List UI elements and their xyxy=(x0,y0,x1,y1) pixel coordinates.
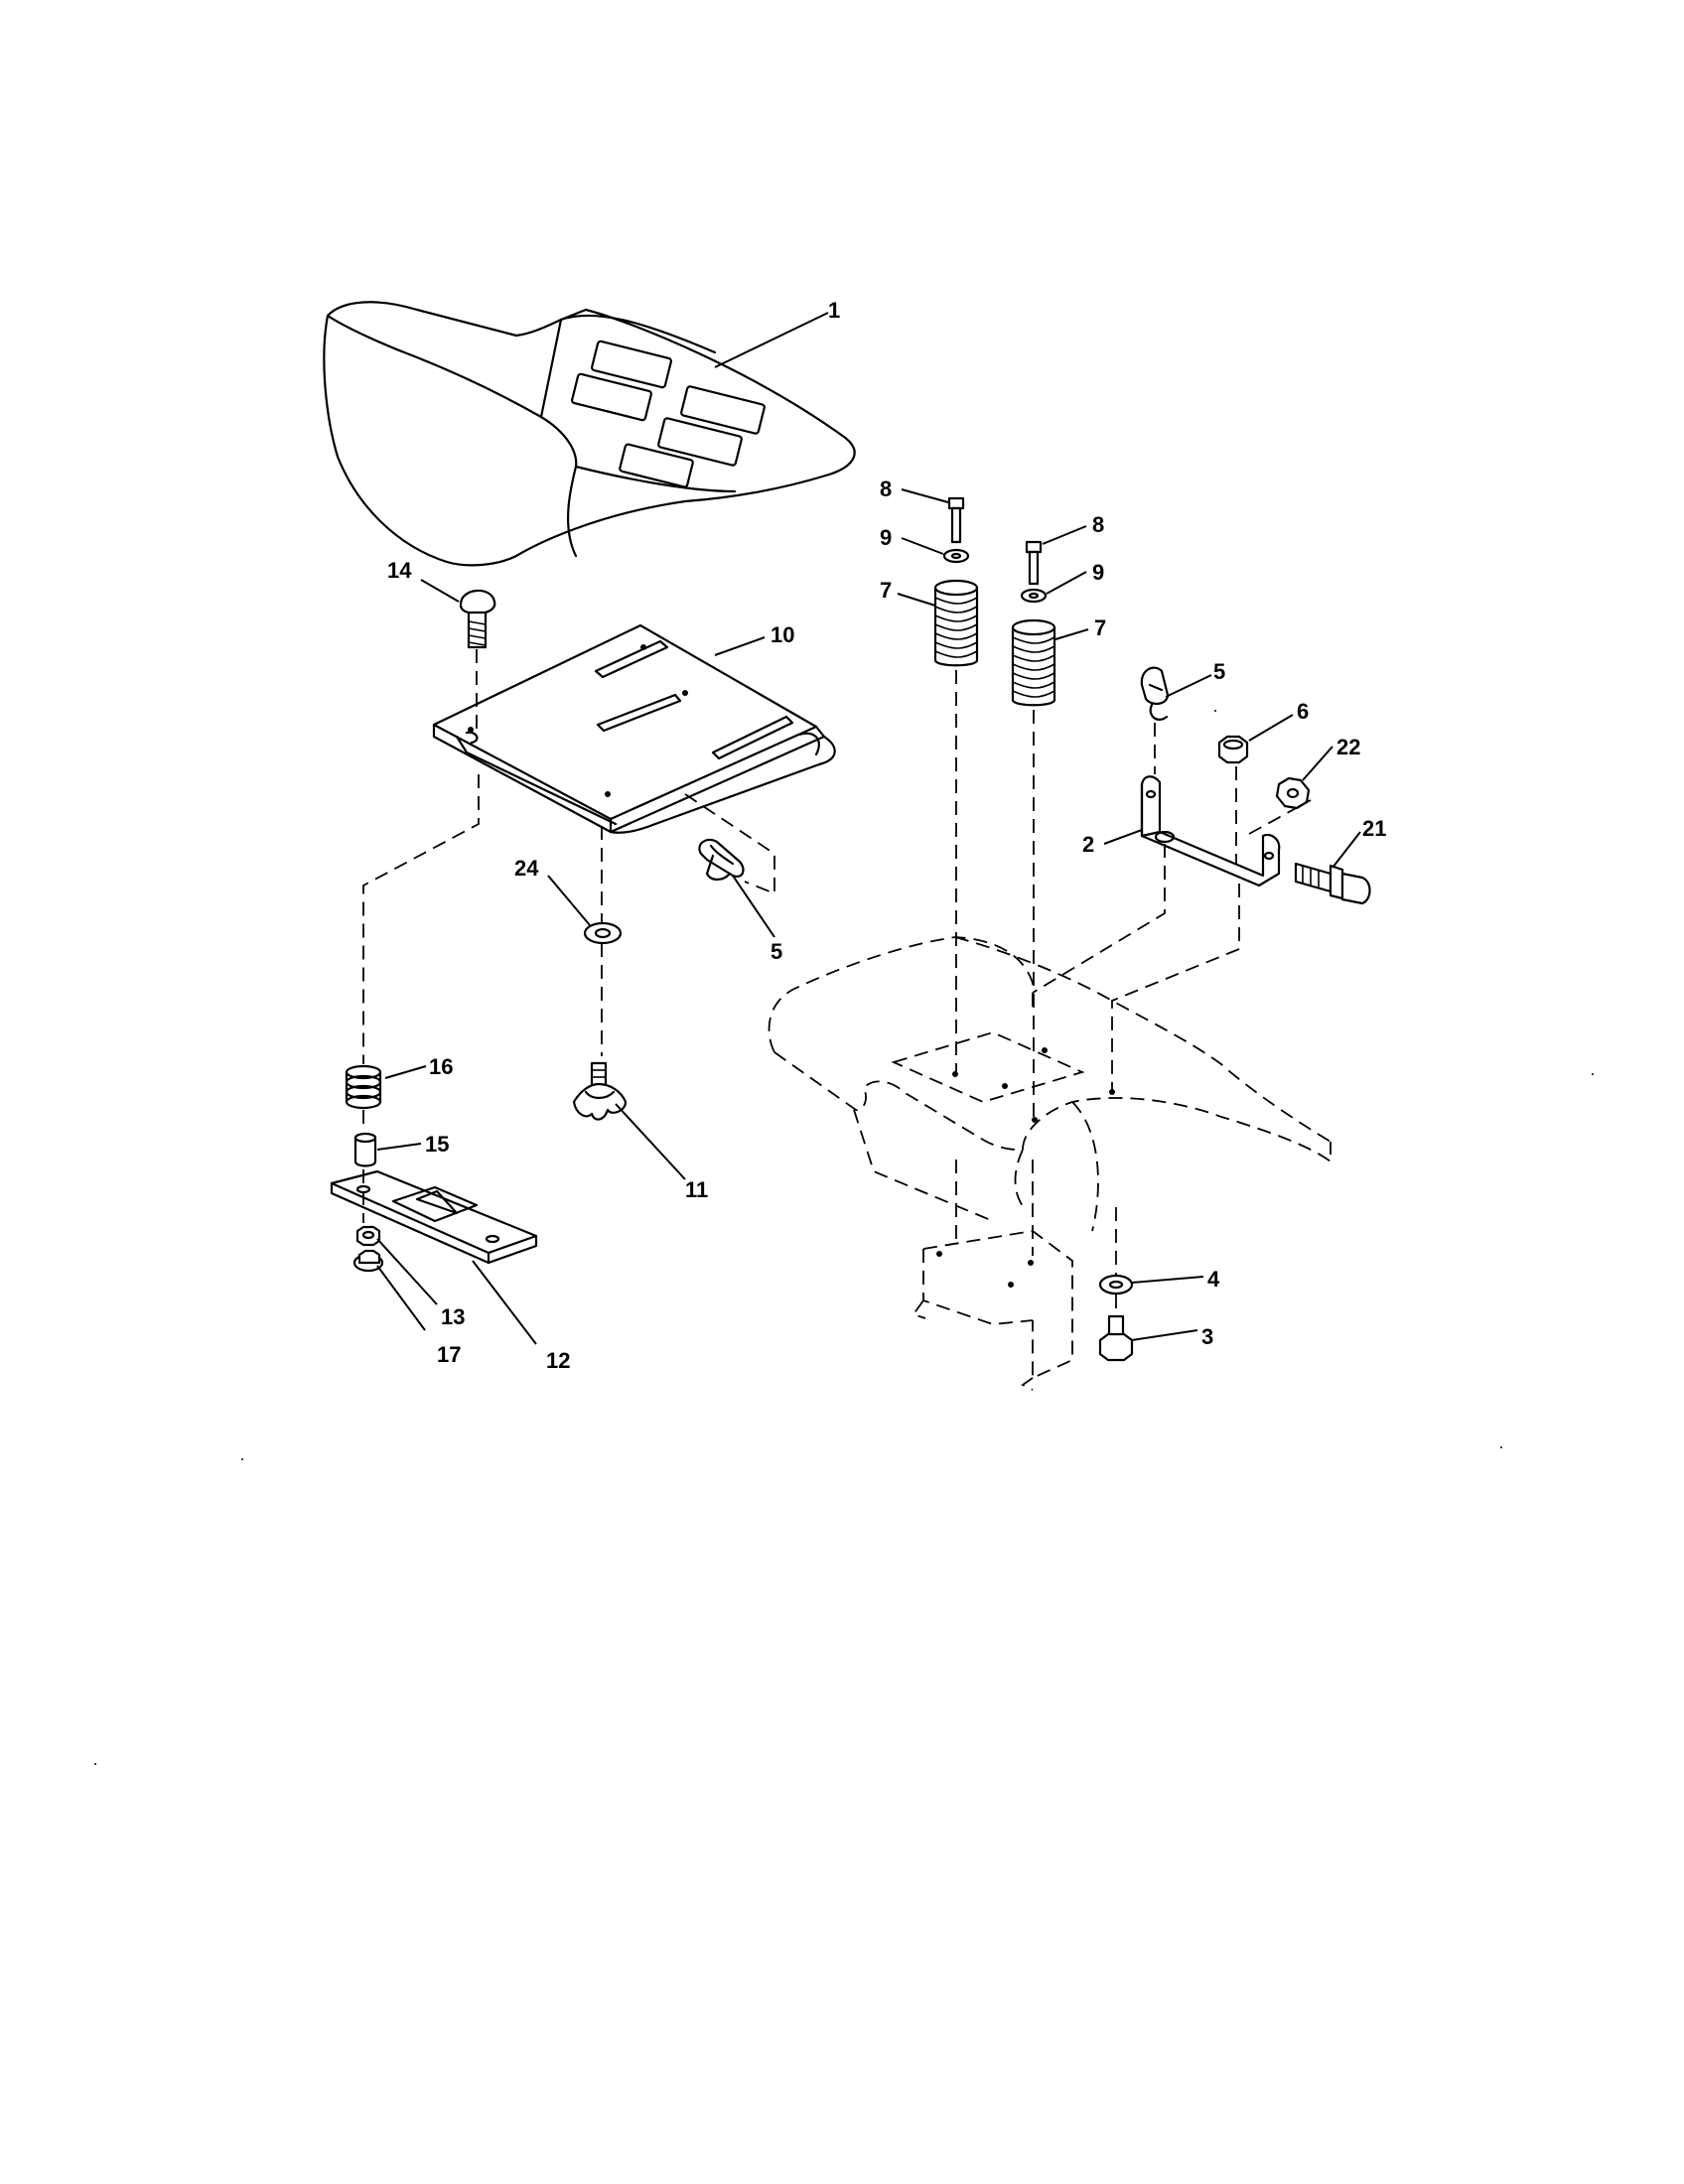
callout-16: 16 xyxy=(429,1054,453,1079)
bolt-8-right xyxy=(1025,540,1043,586)
callout-7-right: 7 xyxy=(1094,615,1106,640)
callout-10: 10 xyxy=(771,622,794,647)
callout-labels: 1 14 10 24 5 16 15 11 13 17 12 8 9 7 8 9… xyxy=(387,298,1386,1373)
knob xyxy=(572,1061,628,1121)
leader-lines xyxy=(376,312,1361,1345)
callout-15: 15 xyxy=(425,1132,449,1157)
callout-2: 2 xyxy=(1082,832,1094,857)
scan-specks xyxy=(94,710,1594,1765)
left-dashed-paths xyxy=(362,649,775,1223)
spring-16 xyxy=(345,1064,382,1110)
callout-21: 21 xyxy=(1362,816,1386,841)
clip-right xyxy=(1140,666,1170,721)
seat-pan xyxy=(432,623,836,834)
callout-8-right: 8 xyxy=(1092,512,1104,537)
clip-left xyxy=(698,838,745,882)
washer-9-left xyxy=(942,548,970,564)
callout-7-left: 7 xyxy=(880,578,892,603)
callout-8-left: 8 xyxy=(880,477,892,501)
hex-bolt xyxy=(1098,1314,1134,1362)
callout-5-left: 5 xyxy=(771,939,782,964)
callout-5-right: 5 xyxy=(1213,659,1225,684)
callout-24: 24 xyxy=(514,856,539,881)
nut-6 xyxy=(1217,735,1249,764)
slide-plate xyxy=(330,1169,538,1265)
spring-7-right xyxy=(1011,618,1056,707)
callout-17: 17 xyxy=(437,1342,461,1367)
carriage-bolt xyxy=(459,589,496,649)
callout-12: 12 xyxy=(546,1348,570,1373)
callout-22: 22 xyxy=(1336,735,1360,759)
callout-11: 11 xyxy=(685,1177,708,1202)
callout-14: 14 xyxy=(387,558,412,583)
callout-1: 1 xyxy=(828,298,840,323)
callout-13: 13 xyxy=(441,1304,465,1329)
callout-3: 3 xyxy=(1201,1324,1213,1349)
lock-nut-22 xyxy=(1275,776,1311,810)
spring-7-left xyxy=(933,579,979,667)
seat xyxy=(323,301,856,567)
nut-13 xyxy=(355,1225,381,1247)
callout-6: 6 xyxy=(1297,699,1309,724)
bracket xyxy=(1140,775,1281,887)
flange-nut-17 xyxy=(352,1249,384,1273)
fender-outline xyxy=(768,936,1332,1391)
callout-4: 4 xyxy=(1207,1267,1220,1292)
callout-9-left: 9 xyxy=(880,525,892,550)
right-dashed-paths xyxy=(955,670,1312,1314)
bushing xyxy=(353,1132,377,1167)
shoulder-bolt xyxy=(1294,862,1371,905)
callout-9-right: 9 xyxy=(1092,560,1104,585)
washer-9-right xyxy=(1020,588,1048,604)
washer-4 xyxy=(1098,1274,1134,1296)
washer-24 xyxy=(583,921,623,945)
bolt-8-left xyxy=(947,496,965,544)
